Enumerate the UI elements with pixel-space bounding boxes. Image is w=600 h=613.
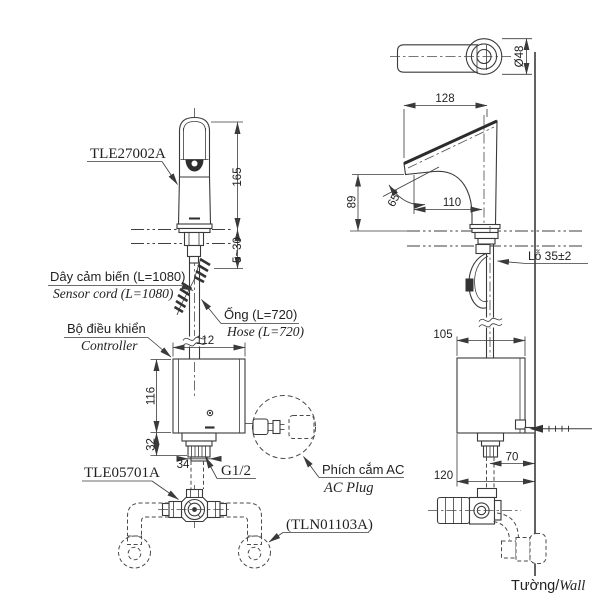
faucet-label: TLE27002A	[87, 146, 178, 185]
ac-plug-detail	[252, 395, 316, 459]
stop-valve-front	[158, 485, 231, 528]
sensor-eye	[191, 160, 198, 167]
supply-point-left	[118, 535, 151, 569]
dim-105: 105	[433, 329, 452, 341]
faucet-model-text: TLE27002A	[90, 146, 166, 162]
dim-65: 65°	[386, 188, 405, 209]
thread-label: G1/2	[205, 456, 256, 479]
hose-vi: Ống (L=720)	[224, 307, 297, 322]
dim-total-reach: 128	[403, 93, 488, 158]
thread-size-text: G1/2	[221, 463, 251, 479]
hose-en: Hose (L=720)	[226, 324, 304, 339]
ac-plug-label: Phích cắm AC AC Plug	[303, 456, 404, 496]
ac-plug-en: AC Plug	[323, 480, 374, 496]
dim-70: 70	[506, 452, 519, 464]
wall-connection	[493, 512, 547, 564]
hose-label: Ống (L=720) Hose (L=720)	[201, 299, 304, 339]
wall-label-vi: Tường/	[511, 578, 560, 594]
dim-controller-height: 116	[146, 359, 171, 433]
top-view-faucet: Ø48	[390, 38, 532, 75]
dim-128: 128	[435, 93, 454, 105]
dim-head-diameter: Ø48	[502, 38, 532, 75]
stop-valve-side	[428, 487, 521, 525]
valve-label: TLE05701A	[82, 465, 179, 500]
dim-165: 165	[232, 167, 244, 186]
pipe-break	[183, 336, 206, 347]
dim-112: 112	[196, 335, 214, 347]
hole-label: Lỗ 35±2	[497, 248, 588, 265]
outlet-fitting-side	[476, 432, 505, 458]
supply-model-text: (TLN01103A)	[286, 517, 373, 533]
supply-label: (TLN01103A)	[268, 517, 373, 543]
dim-deck-thickness: 5~30	[214, 229, 244, 269]
faucet-front	[176, 116, 213, 234]
sensor-cord-label: Dây cảm biến (L=1080) Sensor cord (L=108…	[48, 269, 194, 301]
dim-116: 116	[146, 387, 158, 405]
valve-model-text: TLE05701A	[84, 465, 160, 481]
dim-fitting-width: 34	[176, 455, 222, 471]
wall-supply-flange	[529, 533, 547, 564]
controller-box-front: 112 116 32	[146, 335, 253, 489]
dim-120: 120	[434, 470, 453, 482]
cord-clamp	[465, 278, 474, 292]
wall-bracket	[514, 419, 527, 430]
controller-led	[206, 409, 214, 417]
controller-box-side: 105	[433, 329, 592, 488]
dim-89: 89	[347, 196, 359, 209]
faucet-side: 128 89 110	[347, 93, 501, 250]
ac-plug-body	[252, 418, 269, 436]
dim-34: 34	[177, 459, 190, 471]
dim-spout-height: 165	[211, 121, 244, 230]
mounting-screw	[529, 424, 592, 433]
front-view: 165 5~30 TLE27002A	[48, 108, 404, 569]
supply-pipes-front	[118, 502, 271, 569]
sensor-cord-en: Sensor cord (L=1080)	[53, 286, 174, 301]
side-view: Ø48 128	[347, 38, 592, 594]
dim-controller-to-wall: 120	[434, 434, 535, 487]
dim-32: 32	[146, 438, 158, 451]
controller-en: Controller	[81, 338, 138, 353]
supply-point-right	[238, 535, 271, 569]
controller-label: Bộ điều khiển Controller	[64, 321, 172, 358]
base-flange	[176, 223, 213, 230]
controller-vi: Bộ điều khiển	[67, 321, 146, 336]
wall-label: Tường/Wall	[511, 578, 585, 594]
dim-valve-to-wall: 70	[489, 452, 535, 467]
dim-controller-depth: 105	[433, 329, 526, 356]
wall-label-en: Wall	[559, 578, 585, 594]
dim-048: Ø48	[514, 46, 526, 68]
sensor-cord-vi: Dây cảm biến (L=1080)	[50, 269, 186, 284]
dim-outlet-height: 89	[347, 174, 407, 232]
dim-controller-width: 112	[172, 335, 246, 357]
outlet-fitting-front	[181, 432, 217, 462]
cord-hatch-upper	[193, 257, 211, 284]
pipe-break-side	[479, 317, 502, 328]
dim-5-30: 5~30	[232, 237, 244, 263]
ac-socket	[288, 415, 315, 439]
ac-plug-vi: Phích cắm AC	[322, 462, 404, 477]
dim-outlet-drop: 32	[146, 432, 187, 456]
hole-text: Lỗ 35±2	[528, 248, 572, 263]
dim-110: 110	[443, 197, 461, 209]
shank-side	[465, 226, 503, 358]
